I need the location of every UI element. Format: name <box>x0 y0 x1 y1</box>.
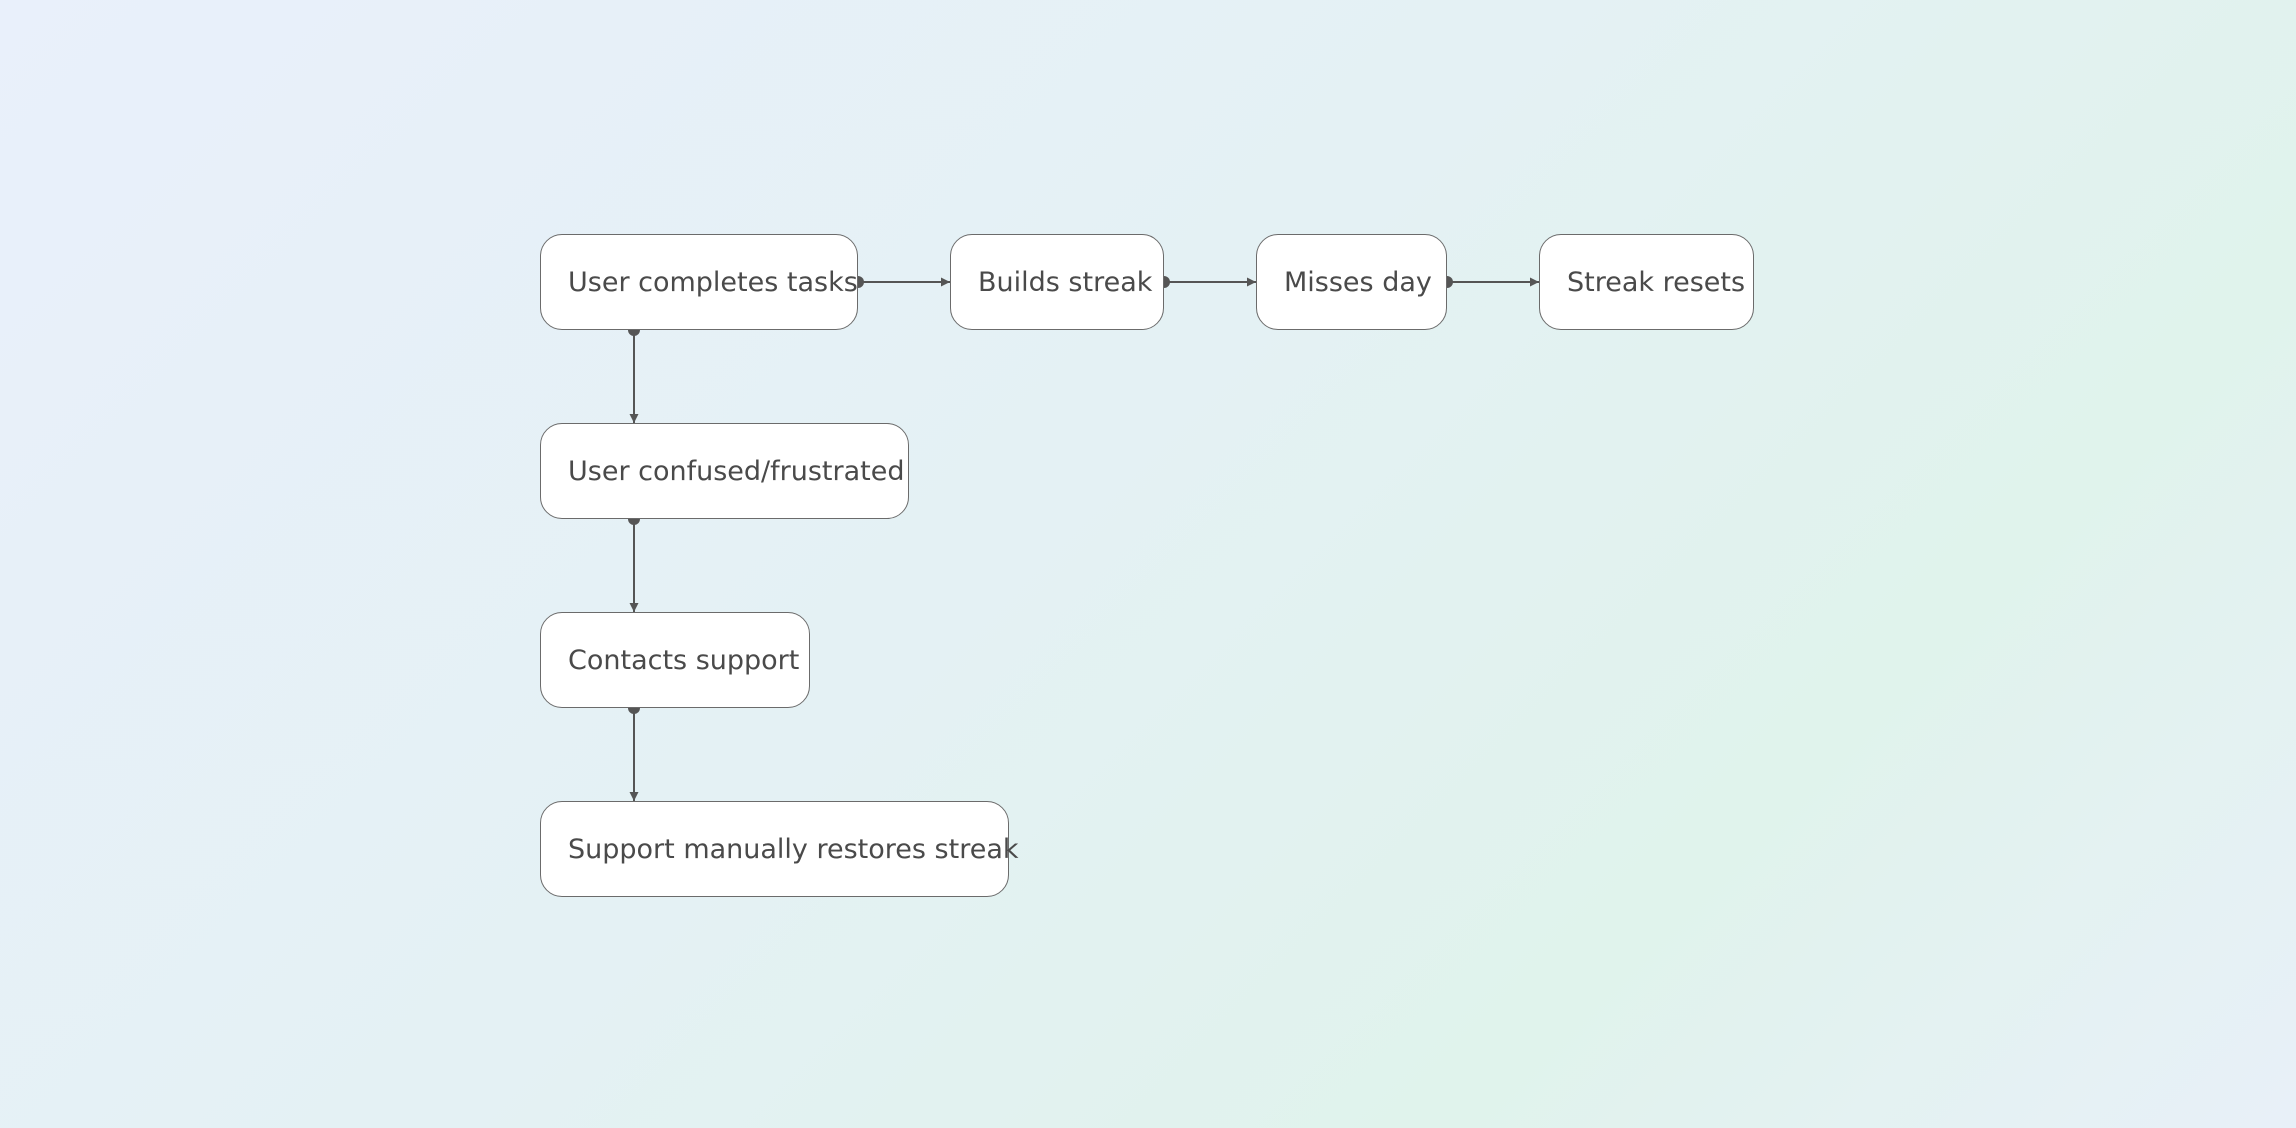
node-label: Contacts support <box>568 644 800 676</box>
node-label: User confused/frustrated <box>568 455 905 487</box>
node-label: Streak resets <box>1567 266 1746 298</box>
node-label: Misses day <box>1284 266 1432 298</box>
node-builds-streak[interactable]: Builds streak <box>950 234 1164 330</box>
edge-completes-to-builds <box>852 276 950 288</box>
node-label: Builds streak <box>978 266 1153 298</box>
edge-misses-to-resets <box>1441 276 1539 288</box>
node-label: User completes tasks <box>568 266 858 298</box>
edge-builds-to-misses <box>1158 276 1256 288</box>
node-contacts-support[interactable]: Contacts support <box>540 612 810 708</box>
node-user-completes-tasks[interactable]: User completes tasks <box>540 234 858 330</box>
node-user-confused-frustrated[interactable]: User confused/frustrated <box>540 423 909 519</box>
node-streak-resets[interactable]: Streak resets <box>1539 234 1754 330</box>
edge-completes-to-confused <box>628 324 640 423</box>
node-label: Support manually restores streak <box>568 833 1019 865</box>
edge-support-to-restores <box>628 702 640 801</box>
edge-confused-to-support <box>628 513 640 612</box>
node-support-restores-streak[interactable]: Support manually restores streak <box>540 801 1019 897</box>
node-misses-day[interactable]: Misses day <box>1256 234 1447 330</box>
